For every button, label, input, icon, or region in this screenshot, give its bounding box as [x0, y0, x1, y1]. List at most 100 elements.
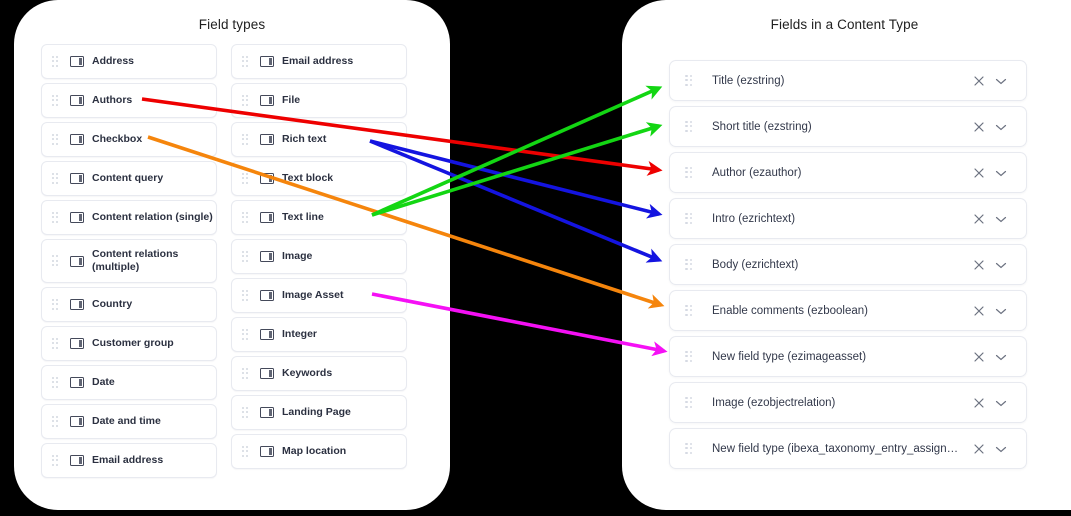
field-type-label: Email address: [282, 54, 354, 67]
drag-handle-icon[interactable]: [241, 406, 250, 419]
field-type-label: Text block: [282, 171, 334, 184]
content-type-field-row[interactable]: Enable comments (ezboolean): [669, 290, 1027, 331]
drag-handle-icon[interactable]: [241, 250, 250, 263]
field-type-row[interactable]: Text line: [231, 200, 407, 235]
expand-field-button[interactable]: [990, 392, 1012, 414]
content-type-field-label: Title (ezstring): [712, 74, 785, 87]
expand-field-button[interactable]: [990, 346, 1012, 368]
expand-field-button[interactable]: [990, 254, 1012, 276]
remove-field-button[interactable]: [968, 300, 990, 322]
field-type-icon: [70, 299, 84, 310]
drag-handle-icon[interactable]: [684, 166, 694, 179]
expand-field-button[interactable]: [990, 300, 1012, 322]
content-type-field-row[interactable]: Intro (ezrichtext): [669, 198, 1027, 239]
drag-handle-icon[interactable]: [51, 133, 60, 146]
content-type-field-row[interactable]: Title (ezstring): [669, 60, 1027, 101]
remove-field-button[interactable]: [968, 208, 990, 230]
remove-field-button[interactable]: [968, 346, 990, 368]
field-type-label: Address: [92, 54, 135, 67]
expand-field-button[interactable]: [990, 208, 1012, 230]
drag-handle-icon[interactable]: [684, 304, 694, 317]
field-type-label: Content relations (multiple): [92, 247, 179, 273]
remove-field-button[interactable]: [968, 70, 990, 92]
field-type-row[interactable]: Authors: [41, 83, 217, 118]
drag-handle-icon[interactable]: [51, 172, 60, 185]
field-type-row[interactable]: Address: [41, 44, 217, 79]
drag-handle-icon[interactable]: [51, 298, 60, 311]
expand-field-button[interactable]: [990, 116, 1012, 138]
drag-handle-icon[interactable]: [241, 172, 250, 185]
field-type-row[interactable]: Integer: [231, 317, 407, 352]
drag-handle-icon[interactable]: [51, 337, 60, 350]
remove-field-button[interactable]: [968, 254, 990, 276]
field-type-row[interactable]: Date and time: [41, 404, 217, 439]
field-type-row[interactable]: Checkbox: [41, 122, 217, 157]
drag-handle-icon[interactable]: [51, 211, 60, 224]
field-type-label: File: [282, 93, 301, 106]
drag-handle-icon[interactable]: [51, 415, 60, 428]
content-type-field-row[interactable]: New field type (ezimageasset): [669, 336, 1027, 377]
field-type-label: Rich text: [282, 132, 327, 145]
drag-handle-icon[interactable]: [241, 133, 250, 146]
expand-field-button[interactable]: [990, 438, 1012, 460]
field-type-row[interactable]: Content relation (single): [41, 200, 217, 235]
drag-handle-icon[interactable]: [684, 396, 694, 409]
field-type-row[interactable]: Email address: [231, 44, 407, 79]
drag-handle-icon[interactable]: [241, 289, 250, 302]
content-type-field-label: Intro (ezrichtext): [712, 212, 796, 225]
content-type-field-row[interactable]: Short title (ezstring): [669, 106, 1027, 147]
drag-handle-icon[interactable]: [241, 94, 250, 107]
field-type-icon: [70, 455, 84, 466]
drag-handle-icon[interactable]: [684, 258, 694, 271]
field-type-label: Map location: [282, 444, 347, 457]
content-type-field-row[interactable]: Body (ezrichtext): [669, 244, 1027, 285]
drag-handle-icon[interactable]: [51, 255, 60, 267]
field-type-row[interactable]: Image: [231, 239, 407, 274]
content-type-field-row[interactable]: Author (ezauthor): [669, 152, 1027, 193]
expand-field-button[interactable]: [990, 162, 1012, 184]
field-type-row[interactable]: Customer group: [41, 326, 217, 361]
drag-handle-icon[interactable]: [684, 212, 694, 225]
field-type-row[interactable]: Content query: [41, 161, 217, 196]
drag-handle-icon[interactable]: [241, 55, 250, 68]
field-type-icon: [260, 173, 274, 184]
field-type-row[interactable]: Landing Page: [231, 395, 407, 430]
field-type-icon: [260, 290, 274, 301]
drag-handle-icon[interactable]: [51, 376, 60, 389]
content-type-fields-panel: Fields in a Content Type Title (ezstring…: [622, 0, 1071, 510]
remove-field-button[interactable]: [968, 438, 990, 460]
drag-handle-icon[interactable]: [684, 120, 694, 133]
drag-handle-icon[interactable]: [51, 94, 60, 107]
content-type-field-row[interactable]: Image (ezobjectrelation): [669, 382, 1027, 423]
content-type-field-row[interactable]: New field type (ibexa_taxonomy_entry_ass…: [669, 428, 1027, 469]
field-type-row[interactable]: Rich text: [231, 122, 407, 157]
remove-field-button[interactable]: [968, 116, 990, 138]
drag-handle-icon[interactable]: [241, 328, 250, 341]
drag-handle-icon[interactable]: [241, 211, 250, 224]
drag-handle-icon[interactable]: [51, 55, 60, 68]
remove-field-button[interactable]: [968, 162, 990, 184]
field-type-row[interactable]: Image Asset: [231, 278, 407, 313]
field-type-row[interactable]: Email address: [41, 443, 217, 478]
field-type-row[interactable]: Content relations (multiple): [41, 239, 217, 283]
field-type-row[interactable]: File: [231, 83, 407, 118]
drag-handle-icon[interactable]: [684, 442, 694, 455]
field-type-label: Landing Page: [282, 405, 351, 418]
field-type-icon: [260, 329, 274, 340]
drag-handle-icon[interactable]: [241, 445, 250, 458]
field-type-row[interactable]: Date: [41, 365, 217, 400]
field-type-icon: [260, 368, 274, 379]
drag-handle-icon[interactable]: [51, 454, 60, 467]
drag-handle-icon[interactable]: [684, 74, 694, 87]
drag-handle-icon[interactable]: [684, 350, 694, 363]
remove-field-button[interactable]: [968, 392, 990, 414]
field-type-row[interactable]: Keywords: [231, 356, 407, 391]
drag-handle-icon[interactable]: [241, 367, 250, 380]
expand-field-button[interactable]: [990, 70, 1012, 92]
field-type-row[interactable]: Map location: [231, 434, 407, 469]
field-type-label: Customer group: [92, 336, 174, 349]
field-type-row[interactable]: Country: [41, 287, 217, 322]
field-type-row[interactable]: Text block: [231, 161, 407, 196]
